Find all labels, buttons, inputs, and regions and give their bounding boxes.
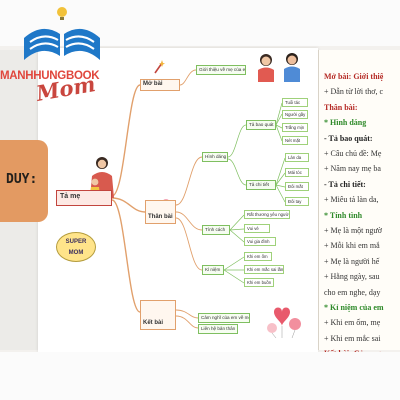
leaf-khi-em-om: Khi em ốm [244, 252, 272, 261]
outline-line: + Hằng ngày, sau [324, 272, 380, 282]
outline-line: cho em nghe, dạy [324, 287, 381, 297]
leaf-trang-min: Trắng mịn [282, 123, 308, 132]
ket-bai-child-2: Liên hệ bản thân [198, 324, 238, 334]
lightbulb-icon [57, 7, 67, 17]
outline-line: + Mẹ là người hế [324, 256, 380, 266]
brand-watermark: MANHHUNGBOOK [0, 70, 100, 82]
leaf-doi-tay: Đôi tay [285, 197, 309, 206]
outline-line: + Mỗi khi em mắ [324, 241, 380, 251]
leaf-tuoi-tac: Tuổi tác [282, 98, 308, 107]
leaf-khi-em-buon: Khi em buồn [244, 278, 274, 287]
outline-line: Thân bài: [324, 102, 358, 112]
outline-line: + Khi em mắc sai [324, 333, 381, 343]
outline-line: - Tả bao quát: [324, 133, 373, 143]
hearts-balloon-icon [267, 307, 301, 339]
leaf-thuong-yeu: Rất thương yêu người [244, 210, 290, 219]
table-surface [0, 352, 400, 400]
node-hinh-dang: Hình dáng [202, 152, 228, 162]
outline-line: + Miêu tả làn da, [324, 195, 379, 205]
children-icon [258, 53, 300, 82]
branch-ket-bai: Kết bài [140, 300, 176, 330]
outline-line: + Dẫn từ lời thơ, c [324, 87, 384, 97]
leaf-vui-gia-dinh: Vui gia đình [244, 237, 276, 246]
leaf-nguoi-gay: Người gầy [282, 110, 308, 119]
outline-line: + Năm nay mẹ ba [324, 164, 381, 174]
super-mom-sticker: SUPER MOM [56, 232, 96, 262]
outline-line: + Câu chủ đề: Mẹ [324, 149, 382, 158]
leaf-mac-sai-lam: Khi em mắc sai lầm [244, 265, 284, 274]
branch-mo-bai: Mở bài [140, 79, 180, 91]
leaf-lan-da: Làn da [285, 153, 309, 162]
name-card [0, 140, 48, 222]
mindmap-center-node: Tả mẹ [56, 190, 112, 206]
book-logo-icon [24, 7, 100, 60]
outline-page [318, 50, 400, 350]
magic-wand-icon [154, 60, 165, 74]
sticker-line-1: SUPER [65, 239, 87, 245]
node-ki-niem: Kỉ niệm [202, 265, 224, 275]
node-tinh-cach: Tính cách [202, 225, 230, 235]
mo-bai-child-1: Giới thiệu về mẹ của em [196, 65, 246, 75]
leaf-doi-mat: Đôi mắt [285, 182, 309, 191]
ket-bai-child-1: Cảm nghĩ của em về mẹ [198, 313, 250, 323]
leaf-vui-ve: Vui vẻ [244, 224, 270, 233]
outline-line: * Kỉ niệm của em [324, 303, 384, 312]
name-card-label: DUY: [6, 172, 38, 187]
outline-line: * Hình dáng [324, 118, 367, 128]
outline-line: Mở bài: Giới thiệ [324, 72, 384, 81]
leaf-mai-toc: Mái tóc [285, 168, 309, 177]
leaf-net-mat: Nét mặt [282, 136, 308, 145]
sticker-line-2: MOM [68, 250, 84, 256]
outline-line: * Tính tình [324, 210, 363, 220]
outline-line: + Mẹ là một ngườ [324, 226, 382, 235]
branch-than-bai: Thân bài [145, 200, 176, 224]
node-ta-bao-quat: Tả bao quát [246, 120, 276, 130]
node-ta-chi-tiet: Tả chi tiết [246, 180, 276, 190]
outline-line: - Tả chi tiết: [324, 179, 366, 189]
outline-line: + Khi em ốm, mẹ [324, 318, 381, 328]
